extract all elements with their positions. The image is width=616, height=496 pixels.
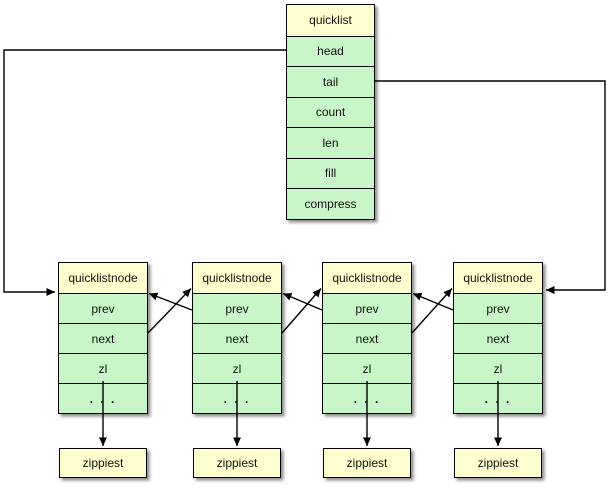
node1-field-ellipsis: . . . [59, 383, 147, 413]
node4-field-zl: zl [454, 353, 542, 383]
tail-pointer-arrow [375, 80, 606, 294]
quicklist-title: quicklist [287, 5, 374, 36]
ziplist-box-1: zippiest [59, 448, 147, 478]
ziplist-label: zippiest [60, 449, 146, 477]
node2-field-zl: zl [193, 353, 281, 383]
quicklist-field-len: len [287, 127, 374, 158]
quicklistnode-title: quicklistnode [59, 263, 147, 293]
ziplist-box-4: zippiest [454, 448, 542, 478]
node4-field-next: next [454, 323, 542, 353]
node3-field-prev: prev [323, 293, 411, 323]
quicklist-field-tail: tail [287, 66, 374, 97]
prev-arrow-node2-node1 [148, 292, 193, 311]
ziplist-box-2: zippiest [193, 448, 281, 478]
node2-field-ellipsis: . . . [193, 383, 281, 413]
quicklistnode-box-3: quicklistnode prev next zl . . . [322, 262, 412, 414]
quicklist-field-head: head [287, 35, 374, 66]
node4-field-prev: prev [454, 293, 542, 323]
ziplist-label: zippiest [324, 449, 410, 477]
node2-field-next: next [193, 323, 281, 353]
prev-arrow-node4-node3 [412, 292, 454, 311]
quicklist-field-count: count [287, 96, 374, 127]
quicklist-field-fill: fill [287, 157, 374, 188]
ziplist-box-3: zippiest [323, 448, 411, 478]
next-arrow-node1-node2 [147, 288, 192, 334]
quicklistnode-box-1: quicklistnode prev next zl . . . [58, 262, 148, 414]
quicklistnode-title: quicklistnode [454, 263, 542, 293]
head-pointer-arrow [3, 49, 286, 296]
quicklistnode-title: quicklistnode [193, 263, 281, 293]
node3-field-zl: zl [323, 353, 411, 383]
quicklist-field-compress: compress [287, 188, 374, 219]
next-arrow-node2-node3 [281, 288, 322, 334]
node2-field-prev: prev [193, 293, 281, 323]
prev-arrow-node3-node2 [282, 292, 323, 311]
quicklistnode-box-4: quicklistnode prev next zl . . . [453, 262, 543, 414]
next-arrow-node3-node4 [411, 288, 453, 334]
node1-field-prev: prev [59, 293, 147, 323]
quicklistnode-title: quicklistnode [323, 263, 411, 293]
node4-field-ellipsis: . . . [454, 383, 542, 413]
node1-field-zl: zl [59, 353, 147, 383]
quicklist-struct-box: quicklist head tail count len fill compr… [286, 4, 375, 220]
ziplist-label: zippiest [194, 449, 280, 477]
node3-field-next: next [323, 323, 411, 353]
node1-field-next: next [59, 323, 147, 353]
ziplist-label: zippiest [455, 449, 541, 477]
node3-field-ellipsis: . . . [323, 383, 411, 413]
quicklistnode-box-2: quicklistnode prev next zl . . . [192, 262, 282, 414]
